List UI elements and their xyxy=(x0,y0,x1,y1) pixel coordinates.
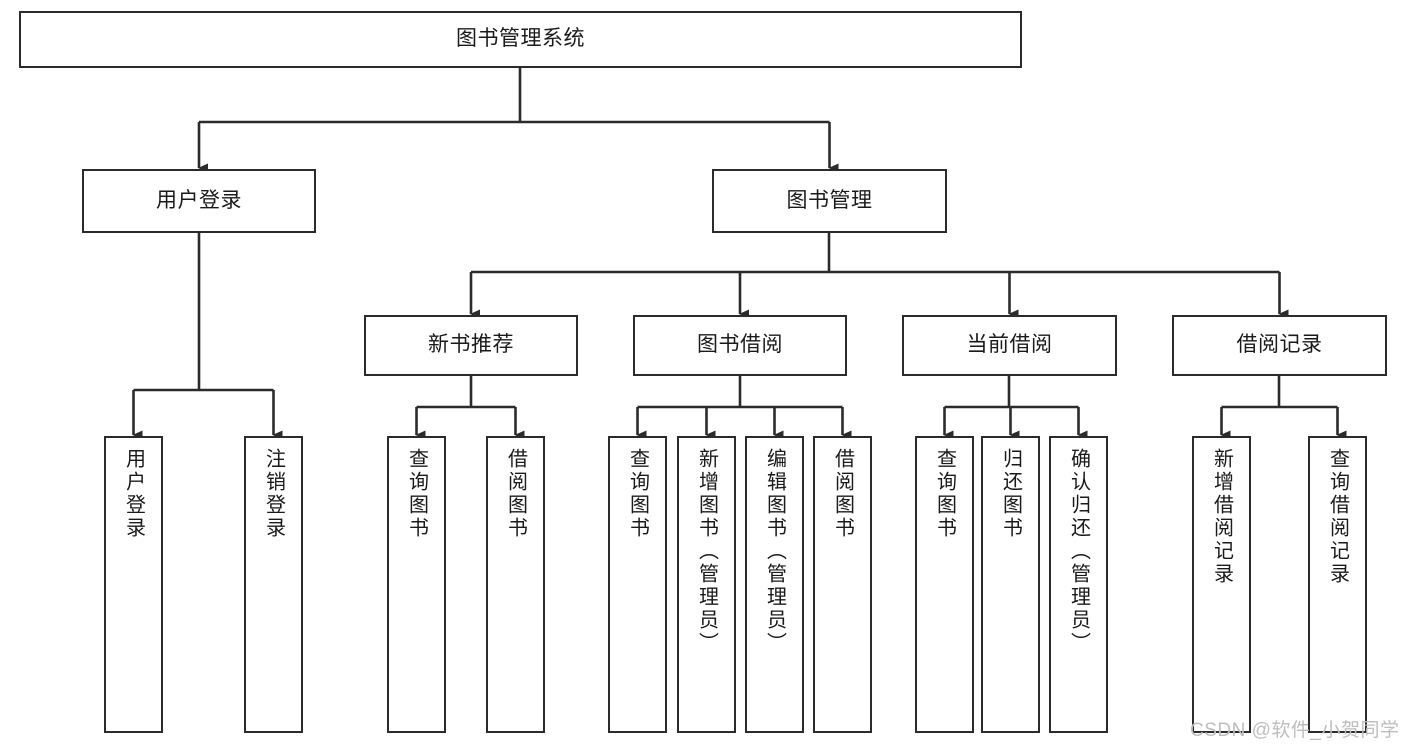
node-label: 图书管理 xyxy=(786,188,873,212)
node-leaf-borrow-book-1[interactable]: 借阅图书 xyxy=(486,436,545,733)
node-label: 借阅图书 xyxy=(831,448,854,540)
node-label: 用户登录 xyxy=(122,448,145,540)
node-leaf-add-record[interactable]: 新增借阅记录 xyxy=(1192,436,1251,733)
node-label: 编辑图书（管理员） xyxy=(763,448,786,655)
node-book-borrow[interactable]: 图书借阅 xyxy=(633,315,847,376)
node-leaf-query-record[interactable]: 查询借阅记录 xyxy=(1308,436,1367,733)
node-leaf-query-book-2[interactable]: 查询图书 xyxy=(608,436,667,733)
node-label: 新增借阅记录 xyxy=(1210,448,1233,586)
node-leaf-edit-book[interactable]: 编辑图书（管理员） xyxy=(745,436,804,733)
node-label: 查询借阅记录 xyxy=(1326,448,1349,586)
node-book-management[interactable]: 图书管理 xyxy=(712,169,947,233)
node-label: 图书借阅 xyxy=(697,333,783,357)
node-label: 借阅图书 xyxy=(504,448,527,540)
node-leaf-confirm-return[interactable]: 确认归还（管理员） xyxy=(1049,436,1108,733)
node-label: 新书推荐 xyxy=(428,333,514,357)
node-label: 查询图书 xyxy=(626,448,649,540)
connector-paths xyxy=(132,68,1347,440)
node-label: 查询图书 xyxy=(933,448,956,540)
node-leaf-return-book[interactable]: 归还图书 xyxy=(981,436,1040,733)
node-borrow-record[interactable]: 借阅记录 xyxy=(1172,315,1387,376)
node-leaf-query-book-3[interactable]: 查询图书 xyxy=(915,436,974,733)
node-label: 新增图书（管理员） xyxy=(695,448,718,655)
node-user-login[interactable]: 用户登录 xyxy=(82,169,316,233)
node-leaf-add-book[interactable]: 新增图书（管理员） xyxy=(677,436,736,733)
node-label: 注销登录 xyxy=(262,448,285,540)
node-label: 归还图书 xyxy=(999,448,1022,540)
node-leaf-borrow-book-2[interactable]: 借阅图书 xyxy=(813,436,872,733)
node-new-book-recommend[interactable]: 新书推荐 xyxy=(364,315,578,376)
node-label: 查询图书 xyxy=(405,448,428,540)
node-label: 用户登录 xyxy=(156,188,242,212)
node-current-borrow[interactable]: 当前借阅 xyxy=(902,315,1117,376)
node-leaf-user-login[interactable]: 用户登录 xyxy=(104,436,163,733)
node-leaf-query-book-1[interactable]: 查询图书 xyxy=(387,436,446,733)
node-leaf-logout[interactable]: 注销登录 xyxy=(244,436,303,733)
node-root-system[interactable]: 图书管理系统 xyxy=(19,11,1022,68)
node-label: 确认归还（管理员） xyxy=(1067,448,1090,655)
node-label: 当前借阅 xyxy=(966,333,1053,357)
node-label: 图书管理系统 xyxy=(456,27,585,51)
node-label: 借阅记录 xyxy=(1236,333,1323,357)
